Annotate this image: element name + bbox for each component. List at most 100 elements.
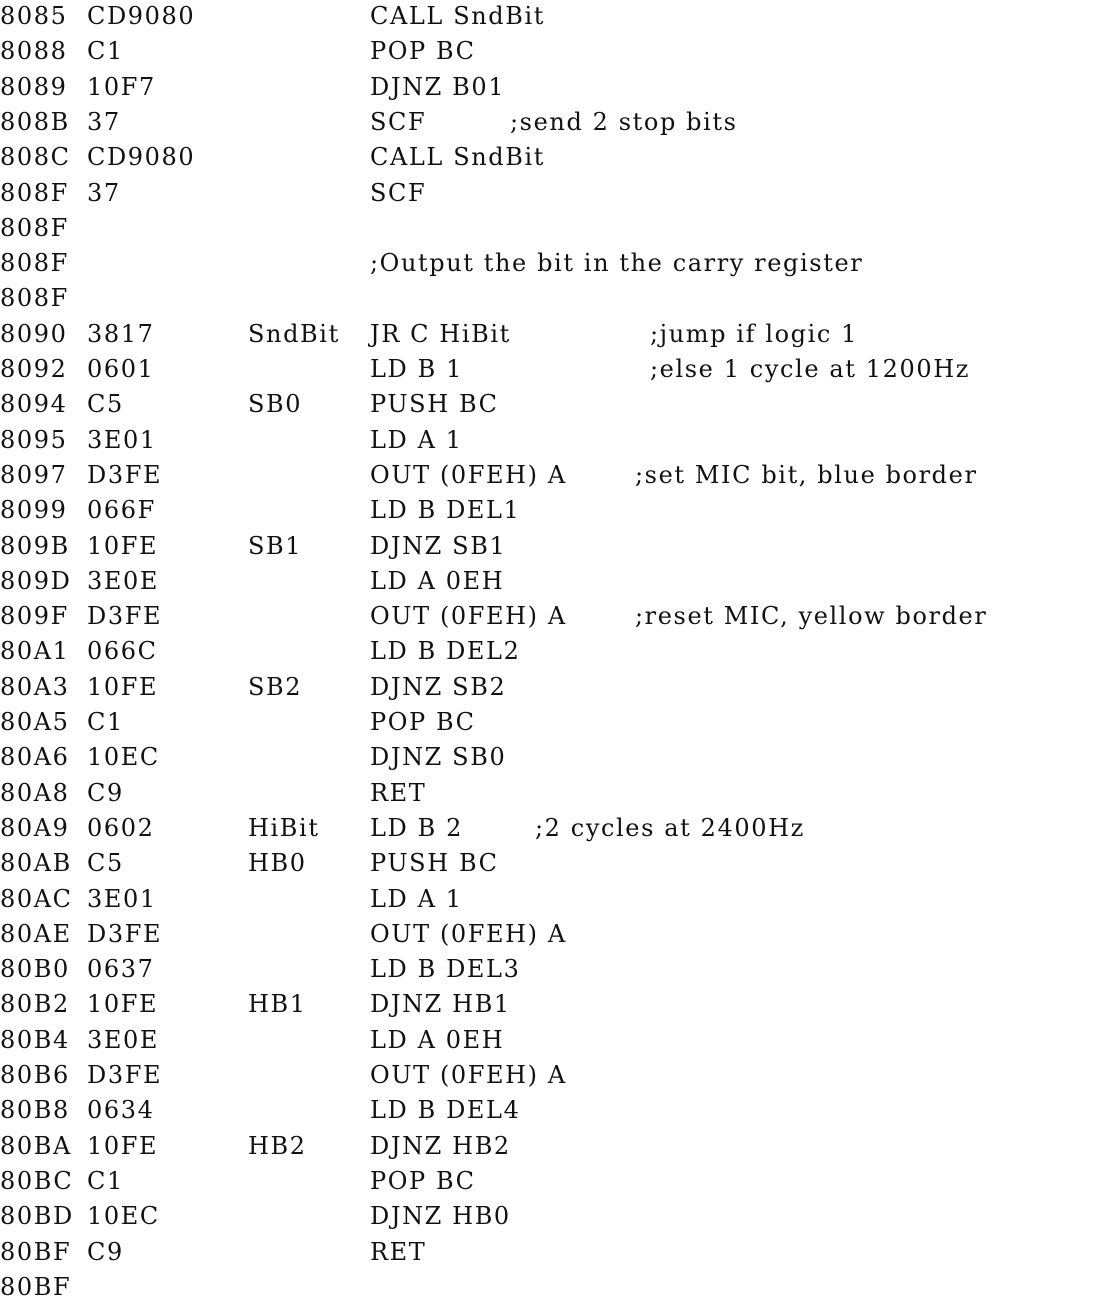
line-instruction: DJNZ SB1 xyxy=(370,531,507,560)
line-address: 80AE xyxy=(0,919,72,948)
line-opcode: 10FE xyxy=(87,531,159,560)
line-opcode: 37 xyxy=(87,178,121,207)
line-comment: ;set MIC bit, blue border xyxy=(635,460,978,489)
line-instruction: LD A 0EH xyxy=(370,1025,505,1054)
line-label: SndBit xyxy=(248,319,340,348)
line-opcode: 066F xyxy=(87,496,156,525)
line-address: 808F xyxy=(0,213,69,242)
line-instruction: LD B 2 xyxy=(370,813,463,842)
line-address: 80BF xyxy=(0,1237,72,1266)
line-opcode: D3FE xyxy=(87,1061,163,1089)
line-opcode: 10EC xyxy=(87,1202,160,1231)
line-address: 8090 xyxy=(0,319,68,348)
line-label: HiBit xyxy=(248,813,320,842)
listing-line: 80A8 C9 RET xyxy=(0,779,1105,814)
line-opcode: 10FE xyxy=(87,1131,159,1160)
line-opcode: C5 xyxy=(87,849,124,878)
line-opcode: CD9080 xyxy=(87,143,196,172)
line-instruction: LD B DEL4 xyxy=(370,1096,521,1125)
line-opcode: 3E0E xyxy=(87,566,159,595)
line-instruction: SCF xyxy=(370,107,427,136)
line-instruction: JR C HiBit xyxy=(370,319,511,348)
line-opcode: 3E01 xyxy=(87,884,157,913)
line-opcode: 0601 xyxy=(87,355,155,383)
line-address: 80BF xyxy=(0,1272,72,1301)
line-instruction: OUT (0FEH) A xyxy=(370,919,567,948)
line-label: HB2 xyxy=(248,1131,307,1160)
line-instruction: LD B DEL3 xyxy=(370,955,521,984)
line-instruction: OUT (0FEH) A xyxy=(370,460,567,489)
line-instruction: DJNZ HB2 xyxy=(370,1131,511,1160)
line-address: 809D xyxy=(0,566,72,595)
listing-line: 80BF xyxy=(0,1273,1105,1308)
line-label: SB1 xyxy=(248,531,303,560)
line-instruction: CALL SndBit xyxy=(370,2,546,30)
line-instruction: SCF xyxy=(370,178,427,207)
line-address: 80A5 xyxy=(0,708,70,736)
line-opcode: 0637 xyxy=(87,955,155,984)
line-opcode: 37 xyxy=(87,107,121,136)
line-opcode: C1 xyxy=(87,708,124,736)
listing-line: 808F 37 SCF xyxy=(0,179,1105,214)
line-opcode: 0602 xyxy=(87,813,155,842)
line-address: 8085 xyxy=(0,2,68,30)
line-address: 808C xyxy=(0,143,71,172)
line-instruction: DJNZ HB0 xyxy=(370,1202,511,1231)
line-opcode: C5 xyxy=(87,390,124,419)
line-opcode: 3E01 xyxy=(87,425,157,454)
line-instruction: LD A 1 xyxy=(370,425,463,454)
line-address: 809F xyxy=(0,602,69,631)
line-opcode: 3E0E xyxy=(87,1025,159,1054)
line-address: 80A8 xyxy=(0,778,70,807)
line-address: 80B2 xyxy=(0,990,70,1019)
line-opcode: D3FE xyxy=(87,602,163,631)
line-instruction: LD B 1 xyxy=(370,355,463,383)
line-address: 8092 xyxy=(0,355,68,383)
line-instruction: LD B DEL1 xyxy=(370,496,521,525)
line-opcode: C1 xyxy=(87,37,124,66)
line-address: 808F xyxy=(0,284,69,313)
line-instruction: CALL SndBit xyxy=(370,143,546,172)
line-address: 808F xyxy=(0,249,69,278)
line-opcode: C9 xyxy=(87,778,124,807)
line-label: SB2 xyxy=(248,672,303,701)
line-comment: ;Output the bit in the carry register xyxy=(370,249,864,278)
line-opcode: 066C xyxy=(87,637,158,666)
line-address: 8097 xyxy=(0,460,68,489)
line-address: 80B6 xyxy=(0,1061,70,1089)
line-address: 80A6 xyxy=(0,743,70,772)
line-address: 8095 xyxy=(0,425,68,454)
line-instruction: RET xyxy=(370,778,427,807)
line-opcode: C9 xyxy=(87,1237,124,1266)
line-opcode: C1 xyxy=(87,1166,124,1195)
line-address: 8094 xyxy=(0,390,68,419)
line-opcode: D3FE xyxy=(87,919,163,948)
line-instruction: POP BC xyxy=(370,37,476,66)
line-address: 80B8 xyxy=(0,1096,70,1125)
line-instruction: DJNZ HB1 xyxy=(370,990,511,1019)
line-opcode: 3817 xyxy=(87,319,155,348)
line-instruction: LD B DEL2 xyxy=(370,637,521,666)
line-address: 808B xyxy=(0,107,70,136)
line-address: 808F xyxy=(0,178,69,207)
line-label: HB1 xyxy=(248,990,307,1019)
line-label: SB0 xyxy=(248,390,303,419)
line-comment: ;reset MIC, yellow border xyxy=(635,602,988,631)
line-comment: ;else 1 cycle at 1200Hz xyxy=(650,355,970,383)
line-opcode: 10F7 xyxy=(87,72,156,101)
